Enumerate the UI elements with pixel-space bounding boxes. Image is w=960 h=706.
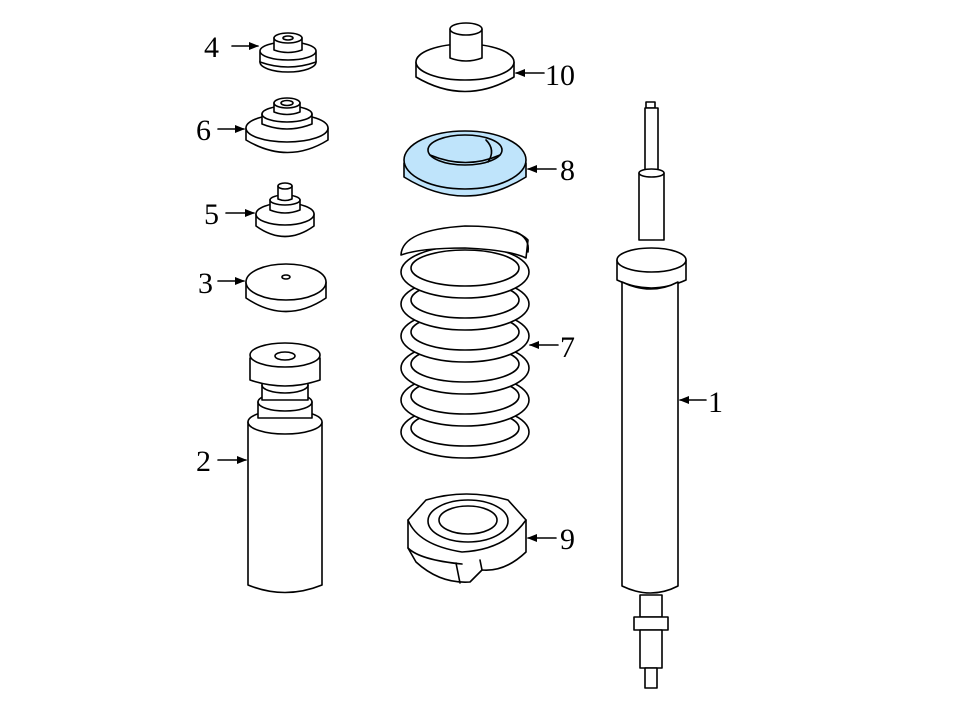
part-5-stud-bushing[interactable] — [255, 182, 315, 238]
part-9-lower-seat[interactable] — [407, 493, 527, 584]
part-10-upper-seat[interactable] — [415, 22, 515, 93]
label-1: 1 — [708, 386, 723, 419]
label-10: 10 — [545, 59, 575, 92]
label-2: 2 — [196, 445, 211, 478]
part-8-spring-insulator[interactable] — [403, 130, 527, 197]
label-7: 7 — [560, 331, 575, 364]
part-7-coil-spring[interactable] — [400, 225, 530, 459]
part-3-dust-cap[interactable] — [245, 263, 327, 313]
label-3: 3 — [198, 267, 213, 300]
label-6: 6 — [196, 114, 211, 147]
part-2-dust-boot[interactable] — [247, 342, 323, 594]
label-8: 8 — [560, 154, 575, 187]
label-5: 5 — [204, 198, 219, 231]
label-4: 4 — [204, 31, 219, 64]
part-6-mount-bushing[interactable] — [245, 97, 329, 154]
part-4-bump-cap[interactable] — [259, 32, 317, 73]
part-1-shock-absorber[interactable] — [616, 101, 687, 689]
label-9: 9 — [560, 523, 575, 556]
leader-arrows — [217, 42, 707, 542]
